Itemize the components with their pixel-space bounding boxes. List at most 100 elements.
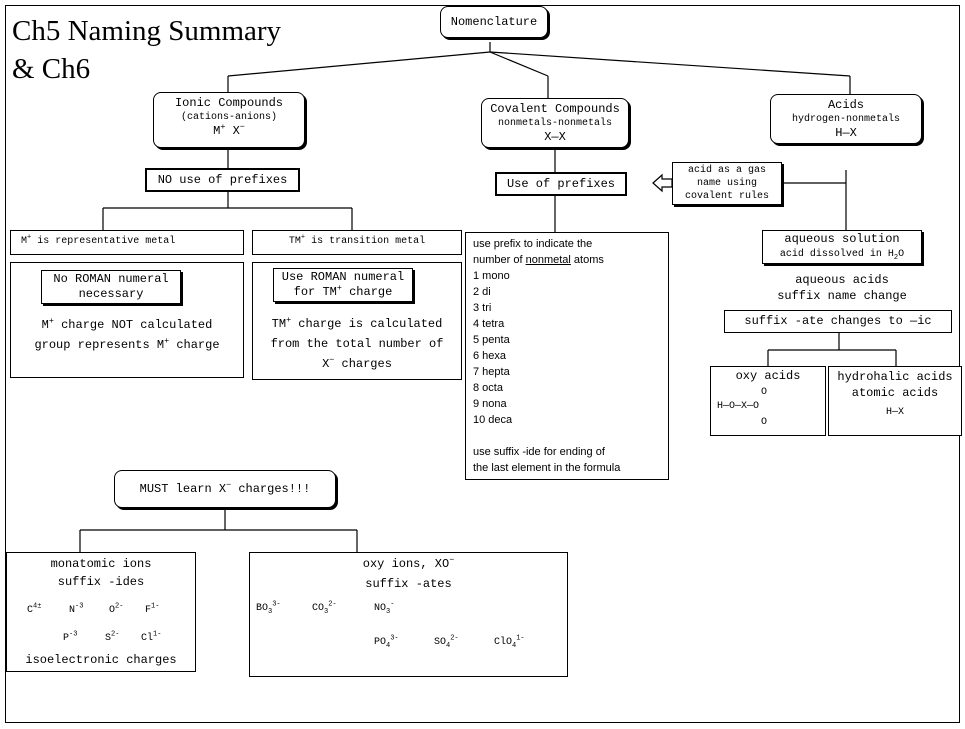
- ion-symbol: CO: [312, 603, 325, 614]
- trans-label: is transition metal: [311, 236, 426, 247]
- hydrohalic-line-1: hydrohalic acids: [837, 370, 953, 384]
- ion-charge: 2-: [115, 602, 124, 611]
- trans-body-line-2: from the total number of: [270, 337, 444, 351]
- trans-body-line-3: X− charges: [253, 356, 461, 371]
- ion-subscript: 4: [386, 642, 391, 650]
- oxy-ions-line-1: oxy ions, XO−: [250, 556, 567, 571]
- oxy-ion: CO32-: [312, 601, 337, 616]
- monatomic-box: monatomic ions suffix -ides C4± N-3 O2- …: [6, 552, 196, 672]
- gas-note-line-3: covalent rules: [684, 191, 769, 202]
- rep-body-m: M: [41, 318, 49, 332]
- title-line-2: & Ch6: [12, 53, 91, 85]
- ion-symbol: N: [69, 605, 76, 616]
- ion-symbol: Cl: [141, 633, 154, 644]
- trans-note-box: Use ROMAN numeral for TM+ charge: [273, 268, 413, 302]
- ion-subscript: 3: [268, 608, 273, 616]
- prefix-item: 1 mono: [473, 270, 510, 282]
- ion-subscript: 3: [324, 608, 329, 616]
- ionic-title: Ionic Compounds: [174, 96, 284, 110]
- trans-body-text-3: charges: [341, 357, 392, 371]
- prefix-intro-2: number of nonmetal atoms: [473, 252, 668, 268]
- ion-symbol: S: [105, 633, 112, 644]
- gas-note-line-2: name using: [696, 178, 757, 189]
- ion-charge: -3: [75, 602, 84, 611]
- trans-tm: TM: [288, 236, 301, 247]
- monatomic-line-2: suffix -ides: [57, 575, 145, 589]
- rep-body-box: No ROMAN numeral necessary M+ charge NOT…: [10, 262, 244, 378]
- suffix-line-2: the last element in the formula: [473, 462, 621, 474]
- oxy-ions-text: oxy ions, XO: [362, 557, 450, 571]
- covalent-node: Covalent Compounds nonmetals-nonmetals X…: [481, 98, 629, 148]
- oxy-acids-box: oxy acids O H—O—X—O O: [710, 366, 826, 436]
- aqueous-solution-box: aqueous solution acid dissolved in H2O: [762, 230, 922, 264]
- ion-charge: 2-: [450, 634, 459, 643]
- ion-charge: 3-: [390, 634, 399, 643]
- ion-f: F1-: [145, 602, 160, 616]
- oxy-ion: PO43-: [374, 634, 399, 650]
- hydrohalic-formula: H—X: [885, 407, 904, 418]
- ion-p: P-3: [63, 630, 78, 644]
- rep-body-m-charge: +: [48, 316, 54, 326]
- learn-text-b: charges!!!: [238, 482, 311, 496]
- trans-note-charge: +: [336, 283, 342, 293]
- oxy-ion: SO42-: [434, 634, 459, 650]
- aqueous-line-2: acid dissolved in H2O: [763, 247, 921, 262]
- ion-n: N-3: [69, 602, 84, 616]
- prefix-intro-2a: number of: [473, 254, 523, 266]
- trans-body-tm: TM: [271, 317, 287, 331]
- oxy-acids-title: oxy acids: [735, 369, 801, 383]
- ion-charge: 1-: [153, 630, 162, 639]
- trans-note-line-1: Use ROMAN numeral: [281, 270, 405, 284]
- trans-metal-box: TM+ is transition metal: [252, 230, 462, 255]
- gas-note-line-1: acid as a gas: [687, 165, 766, 176]
- gas-note-box: acid as a gas name using covalent rules: [672, 162, 782, 205]
- oxy-o-top: O: [761, 387, 768, 398]
- ion-c: C4±: [27, 603, 41, 616]
- use-prefix-box: Use of prefixes: [495, 172, 627, 196]
- ion-subscript: 4: [446, 642, 451, 650]
- ion-symbol: SO: [434, 637, 447, 648]
- aqueous-acids-text: aqueous acids suffix name change: [752, 272, 932, 304]
- learn-charge: −: [226, 480, 232, 490]
- ion-o: O2-: [109, 602, 124, 616]
- ion-subscript: 3: [386, 608, 391, 616]
- ion-charge: 1-: [151, 602, 160, 611]
- acids-subtitle: hydrogen-nonmetals: [791, 114, 901, 125]
- ion-charge: 1-: [516, 634, 525, 643]
- monatomic-footer: isoelectronic charges: [25, 653, 177, 667]
- trans-note-line-2: for TM+ charge: [274, 283, 412, 300]
- hydrohalic-box: hydrohalic acids atomic acids H—X: [828, 366, 962, 436]
- suffix-change-label: suffix -ate changes to —ic: [744, 314, 932, 328]
- prefix-intro-underlined: nonmetal: [525, 254, 571, 266]
- root-node: Nomenclature: [440, 6, 548, 38]
- trans-body-tm-charge: +: [286, 315, 292, 325]
- acids-title: Acids: [827, 98, 864, 112]
- aqueous-subscript: 2: [893, 254, 899, 262]
- hydrohalic-line-2: atomic acids: [851, 386, 939, 400]
- suffix-change-box: suffix -ate changes to —ic: [724, 310, 952, 333]
- prefix-item: 5 penta: [473, 334, 510, 346]
- ion-charge: 2-: [111, 630, 120, 639]
- rep-body-m-charge-2: +: [164, 336, 170, 346]
- rep-note-line-1: No ROMAN numeral: [53, 272, 169, 286]
- title-line-1: Ch5 Naming Summary: [12, 15, 282, 47]
- prefix-item: 2 di: [473, 286, 491, 298]
- suffix-line-1: use suffix -ide for ending of: [473, 446, 605, 458]
- rep-note-line-2: necessary: [78, 287, 144, 301]
- acids-formula: H—X: [835, 126, 857, 140]
- trans-tm-charge: +: [300, 233, 306, 242]
- ion-cl: Cl1-: [141, 630, 162, 644]
- ion-symbol: BO: [256, 603, 269, 614]
- use-prefix-label: Use of prefixes: [506, 177, 616, 191]
- slide-frame: [5, 5, 960, 723]
- root-to-ionic: [227, 51, 491, 77]
- oxy-ion: NO3-: [374, 601, 394, 616]
- rep-body-text-2a: group represents M: [34, 338, 165, 352]
- covalent-formula: X—X: [544, 130, 566, 144]
- ion-charge: -3: [69, 630, 78, 639]
- formula-x: X: [232, 124, 240, 138]
- formula-x-charge: −: [239, 122, 245, 132]
- prefix-spacer: [473, 428, 668, 444]
